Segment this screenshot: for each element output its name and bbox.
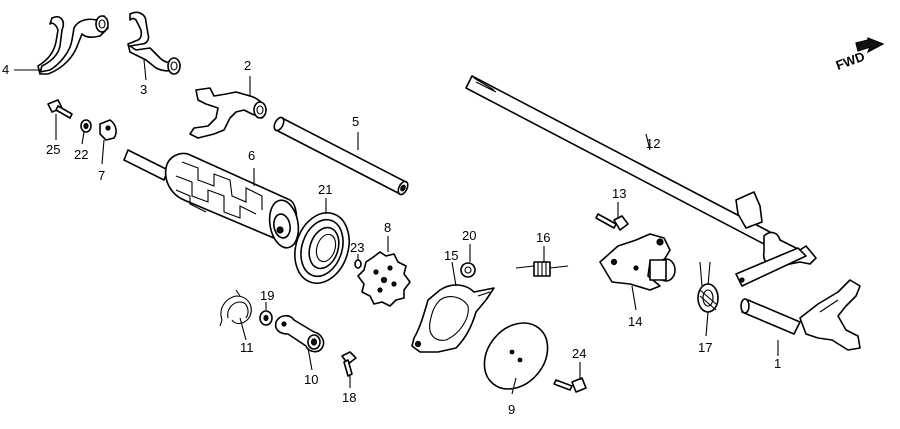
bolt-24 (553, 377, 587, 393)
callout-label-2: 2 (244, 58, 251, 73)
callout-label-21: 21 (318, 182, 332, 197)
shift-fork-1 (740, 279, 861, 351)
callout-16: 16 (536, 230, 550, 262)
washer-22 (80, 119, 92, 133)
callout-label-14: 14 (628, 314, 642, 329)
stopper-7 (99, 119, 117, 141)
callout-label-6: 6 (248, 148, 255, 163)
callout-21: 21 (318, 182, 332, 214)
callout-label-19: 19 (260, 288, 274, 303)
bearing-21 (294, 212, 350, 284)
spring-16 (515, 261, 569, 277)
guide-plate-15 (411, 284, 495, 353)
callout-22: 22 (74, 131, 88, 162)
callout-label-9: 9 (508, 402, 515, 417)
callout-11: 11 (239, 317, 254, 355)
shift-fork-2 (189, 87, 267, 139)
callout-8: 8 (384, 220, 391, 252)
cover-plate-9 (483, 322, 549, 390)
callout-label-12: 12 (646, 136, 660, 151)
callout-label-16: 16 (536, 230, 550, 245)
bolt-25 (47, 99, 73, 119)
callout-14: 14 (628, 285, 642, 329)
callout-label-25: 25 (46, 142, 60, 157)
callout-25: 25 (46, 114, 60, 157)
callout-label-23: 23 (350, 240, 364, 255)
washer-20 (460, 262, 476, 278)
callout-9: 9 (508, 377, 517, 417)
callout-13: 13 (612, 186, 626, 218)
drum-center-8 (357, 251, 411, 307)
callout-label-10: 10 (304, 372, 318, 387)
fork-shaft-5 (273, 116, 409, 196)
shift-arm-14 (599, 233, 676, 291)
callout-label-24: 24 (572, 346, 586, 361)
callout-label-8: 8 (384, 220, 391, 235)
callout-3: 3 (140, 59, 147, 97)
callout-label-5: 5 (352, 114, 359, 129)
callout-5: 5 (352, 114, 359, 150)
callout-20: 20 (462, 228, 476, 262)
callout-12: 12 (645, 133, 660, 151)
gearshift-spindle-12 (465, 75, 817, 287)
callout-23: 23 (350, 240, 364, 260)
callout-4: 4 (2, 62, 42, 77)
forward-direction-label: FWD (834, 49, 867, 73)
callout-19: 19 (260, 288, 274, 310)
shift-fork-4 (37, 15, 109, 75)
callout-2: 2 (244, 58, 251, 96)
callout-7: 7 (98, 139, 105, 183)
callout-10: 10 (304, 347, 318, 387)
callout-6: 6 (248, 148, 255, 186)
callout-label-7: 7 (98, 168, 105, 183)
forward-direction-arrow: FWD (834, 37, 885, 73)
bolt-13 (595, 213, 629, 231)
callout-label-3: 3 (140, 82, 147, 97)
callout-label-15: 15 (444, 248, 458, 263)
callout-label-1: 1 (774, 356, 781, 371)
washer-19 (259, 310, 273, 326)
shift-drum-6 (123, 149, 300, 249)
return-spring-11 (219, 289, 252, 327)
callout-label-20: 20 (462, 228, 476, 243)
callout-label-22: 22 (74, 147, 88, 162)
callout-label-11: 11 (240, 340, 254, 355)
dowel-pin-23 (354, 259, 362, 269)
callout-label-18: 18 (342, 390, 356, 405)
callout-18: 18 (342, 374, 356, 405)
callout-label-4: 4 (2, 62, 9, 77)
spring-17 (697, 261, 719, 313)
bolt-18 (341, 351, 357, 377)
callout-label-17: 17 (698, 340, 712, 355)
stopper-arm-10 (274, 314, 325, 353)
callout-17: 17 (698, 311, 712, 355)
shift-fork-3 (127, 11, 181, 75)
callout-label-13: 13 (612, 186, 626, 201)
callout-15: 15 (444, 248, 458, 287)
callout-1: 1 (774, 340, 781, 371)
callout-24: 24 (572, 346, 586, 380)
